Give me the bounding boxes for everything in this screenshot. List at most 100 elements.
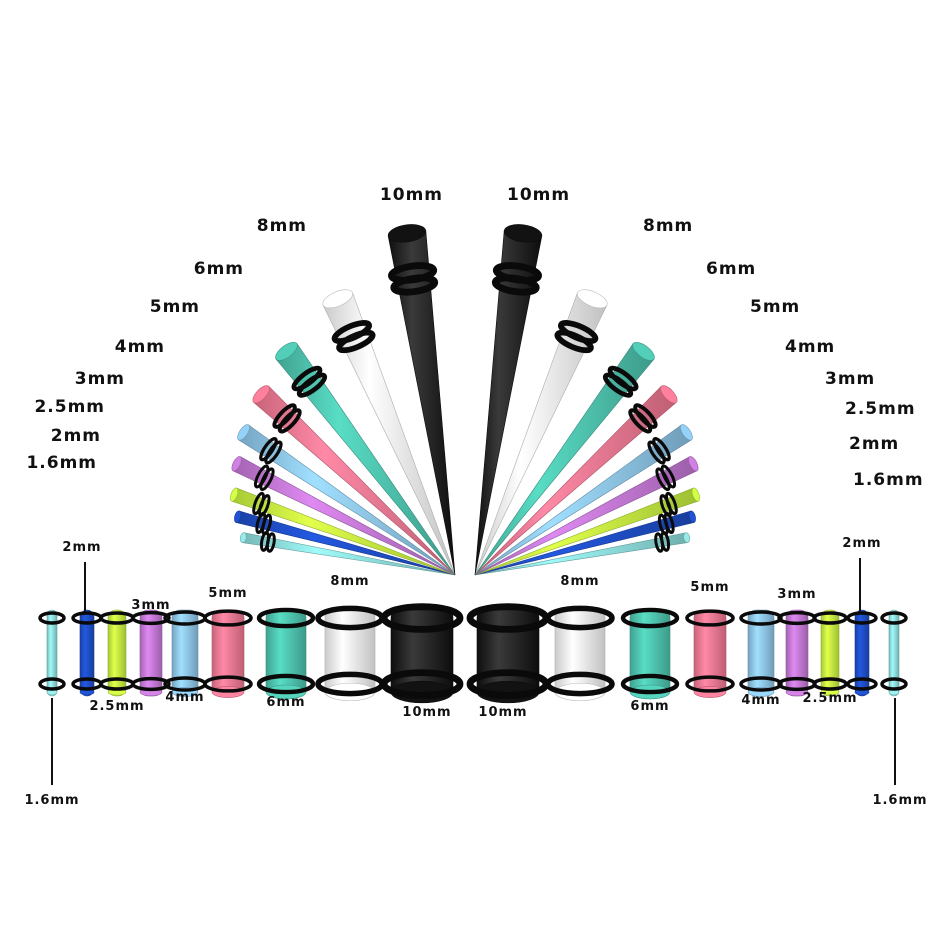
plug-label: 5mm bbox=[208, 586, 247, 601]
o-ring bbox=[602, 372, 634, 398]
plug-body bbox=[46, 609, 58, 697]
plug-body bbox=[888, 609, 900, 697]
taper-label: 1.6mm bbox=[853, 470, 924, 490]
plug-5 bbox=[203, 609, 253, 698]
o-ring bbox=[259, 437, 278, 462]
o-ring bbox=[846, 611, 878, 625]
o-ring bbox=[491, 274, 540, 296]
taper-end-cap bbox=[231, 456, 242, 472]
plug-row bbox=[38, 603, 908, 704]
taper-left-6mm bbox=[275, 341, 456, 576]
taper-right-2-5mm bbox=[474, 487, 700, 576]
taper-end-cap bbox=[252, 385, 270, 404]
plug-body bbox=[854, 609, 870, 697]
plug-label: 6mm bbox=[630, 699, 669, 714]
plug-14 bbox=[777, 609, 817, 697]
taper-end-cap bbox=[660, 385, 678, 404]
taper-label: 3mm bbox=[825, 369, 875, 389]
o-ring bbox=[296, 372, 328, 398]
taper-end-cap bbox=[322, 289, 354, 309]
o-ring bbox=[380, 603, 464, 633]
taper-label: 6mm bbox=[706, 259, 756, 279]
o-ring bbox=[655, 467, 671, 491]
plug-0 bbox=[38, 609, 66, 697]
o-ring bbox=[38, 611, 66, 625]
taper-left-3mm bbox=[231, 456, 456, 576]
taper-label: 2mm bbox=[849, 434, 899, 454]
o-ring bbox=[812, 677, 848, 691]
o-ring bbox=[739, 610, 783, 626]
taper-end-cap bbox=[688, 510, 696, 523]
plug-label: 8mm bbox=[330, 574, 369, 589]
taper-end-cap bbox=[680, 424, 693, 441]
plug-8 bbox=[380, 603, 464, 704]
plug-6 bbox=[256, 607, 316, 700]
o-ring bbox=[846, 677, 878, 691]
taper-label: 8mm bbox=[643, 216, 693, 236]
o-ring bbox=[261, 513, 273, 536]
taper-label: 2.5mm bbox=[845, 399, 916, 419]
plug-body bbox=[107, 609, 127, 697]
taper-label: 4mm bbox=[785, 337, 835, 357]
o-ring bbox=[620, 607, 680, 629]
taper-label: 1.6mm bbox=[26, 453, 97, 473]
taper-left-4mm bbox=[237, 424, 456, 576]
o-ring bbox=[131, 676, 171, 692]
o-ring bbox=[336, 329, 376, 354]
taper-right-10mm bbox=[474, 224, 543, 576]
o-ring bbox=[277, 408, 302, 434]
o-ring bbox=[654, 532, 665, 553]
o-ring bbox=[545, 605, 615, 631]
o-ring bbox=[257, 494, 271, 518]
plug-label: 10mm bbox=[402, 705, 451, 720]
plug-label: 3mm bbox=[777, 587, 816, 602]
taper-left-10mm bbox=[387, 224, 456, 576]
o-ring bbox=[647, 440, 666, 465]
taper-label: 5mm bbox=[150, 297, 200, 317]
o-ring bbox=[628, 408, 653, 434]
o-ring bbox=[685, 675, 735, 693]
plug-label: 2mm bbox=[842, 536, 881, 551]
taper-label: 6mm bbox=[194, 259, 244, 279]
o-ring bbox=[739, 676, 783, 692]
taper-right-4mm bbox=[474, 424, 693, 576]
plug-12 bbox=[685, 609, 735, 698]
plug-label: 8mm bbox=[560, 574, 599, 589]
o-ring bbox=[554, 329, 594, 354]
taper-end-cap bbox=[683, 532, 691, 543]
taper-end-cap bbox=[688, 456, 699, 472]
o-ring bbox=[652, 437, 671, 462]
plug-body bbox=[820, 609, 840, 697]
plug-label: 1.6mm bbox=[872, 793, 927, 808]
o-ring bbox=[685, 609, 735, 627]
taper-right-2mm bbox=[474, 510, 696, 576]
taper-end-cap bbox=[691, 487, 700, 502]
plug-15 bbox=[812, 609, 848, 697]
taper-right-6mm bbox=[474, 341, 655, 576]
o-ring bbox=[659, 494, 673, 518]
taper-left-2-5mm bbox=[230, 487, 456, 576]
taper-end-cap bbox=[234, 510, 242, 523]
o-ring bbox=[380, 669, 464, 699]
plug-16 bbox=[846, 609, 878, 697]
plug-13 bbox=[739, 609, 783, 697]
taper-left-8mm bbox=[322, 289, 456, 576]
taper-right-3mm bbox=[474, 456, 699, 576]
o-ring bbox=[880, 611, 908, 625]
plug-11 bbox=[620, 607, 680, 700]
plug-label: 4mm bbox=[165, 690, 204, 705]
taper-label: 10mm bbox=[380, 185, 443, 205]
plug-label: 2.5mm bbox=[802, 691, 857, 706]
plug-label: 2.5mm bbox=[89, 699, 144, 714]
o-ring bbox=[390, 274, 439, 296]
plug-label: 2mm bbox=[62, 540, 101, 555]
taper-label: 4mm bbox=[115, 337, 165, 357]
o-ring bbox=[265, 532, 276, 553]
taper-label: 5mm bbox=[750, 297, 800, 317]
plug-4 bbox=[163, 609, 207, 697]
taper-end-cap bbox=[503, 224, 543, 243]
o-ring bbox=[38, 677, 66, 691]
o-ring bbox=[203, 675, 253, 693]
taper-end-cap bbox=[237, 424, 250, 441]
o-ring bbox=[259, 467, 275, 491]
